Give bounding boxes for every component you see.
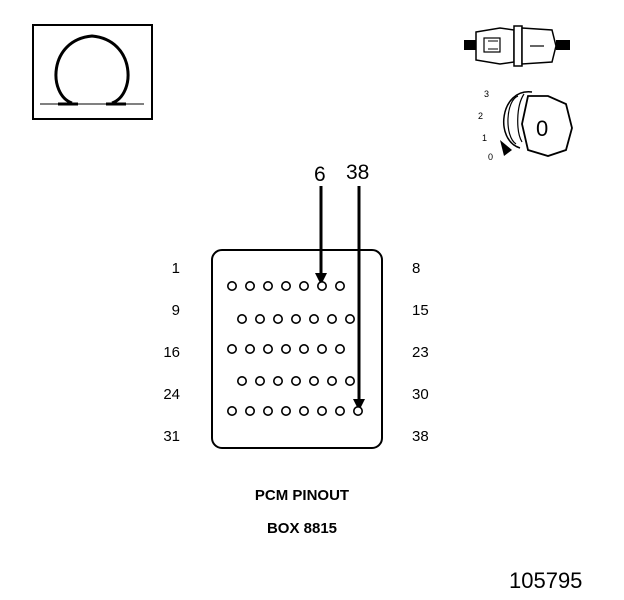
row-label-right: 8 bbox=[412, 260, 421, 277]
pin-hole bbox=[227, 405, 238, 416]
pin-hole bbox=[298, 280, 309, 291]
connector-body bbox=[211, 249, 383, 449]
pin-hole bbox=[280, 405, 291, 416]
row-label-left: 16 bbox=[163, 344, 180, 361]
pin-hole bbox=[262, 405, 273, 416]
pin-hole bbox=[316, 280, 327, 291]
callout-pin-38: 38 bbox=[346, 161, 370, 184]
ignition-position-0: 0 bbox=[488, 152, 494, 162]
pin-hole bbox=[262, 343, 273, 354]
connector-plug-icon bbox=[464, 25, 570, 67]
ignition-key-icon bbox=[500, 91, 573, 157]
pin-hole bbox=[272, 375, 283, 386]
pin-hole bbox=[237, 375, 248, 386]
pin-hole bbox=[334, 405, 345, 416]
row-label-left: 31 bbox=[163, 428, 180, 445]
row-label-right: 38 bbox=[412, 428, 429, 445]
ignition-position-1: 1 bbox=[482, 133, 488, 143]
diagram-subtitle: BOX 8815 bbox=[266, 520, 338, 537]
ignition-position-3: 3 bbox=[484, 89, 490, 99]
pin-hole bbox=[316, 405, 327, 416]
pin-hole bbox=[316, 343, 327, 354]
pin-hole bbox=[245, 280, 256, 291]
pin-hole bbox=[290, 375, 301, 386]
callout-pin-6: 6 bbox=[314, 163, 326, 186]
ignition-position-2: 2 bbox=[478, 111, 484, 121]
figure-number: 105795 bbox=[509, 568, 583, 593]
pin-hole bbox=[237, 313, 248, 324]
pin-hole bbox=[290, 313, 301, 324]
pin-hole bbox=[326, 375, 337, 386]
ohmmeter-frame bbox=[32, 24, 153, 120]
row-label-right: 23 bbox=[412, 344, 429, 361]
pin-hole bbox=[344, 313, 355, 324]
pin-hole bbox=[352, 405, 363, 416]
pin-hole bbox=[262, 280, 273, 291]
pin-hole bbox=[298, 343, 309, 354]
arrow-pin-6 bbox=[315, 186, 327, 285]
row-label-right: 15 bbox=[412, 302, 429, 319]
pin-hole bbox=[245, 405, 256, 416]
pin-hole bbox=[255, 313, 266, 324]
pin-hole bbox=[255, 375, 266, 386]
pin-grid bbox=[227, 280, 363, 416]
row-label-right: 30 bbox=[412, 386, 429, 403]
ohm-icon bbox=[40, 34, 144, 106]
diagram-title: PCM PINOUT bbox=[254, 487, 350, 504]
pin-hole bbox=[227, 343, 238, 354]
arrow-pin-38 bbox=[353, 186, 365, 411]
key-position-label: 0 bbox=[536, 116, 549, 141]
pin-hole bbox=[308, 313, 319, 324]
row-label-left: 24 bbox=[163, 386, 180, 403]
pin-hole bbox=[227, 280, 238, 291]
pin-hole bbox=[308, 375, 319, 386]
pin-hole bbox=[334, 280, 345, 291]
pin-hole bbox=[280, 343, 291, 354]
row-label-left: 9 bbox=[171, 302, 180, 319]
pin-hole bbox=[326, 313, 337, 324]
pin-hole bbox=[344, 375, 355, 386]
pin-hole bbox=[245, 343, 256, 354]
pin-hole bbox=[298, 405, 309, 416]
row-label-left: 1 bbox=[171, 260, 180, 277]
pin-hole bbox=[334, 343, 345, 354]
pin-hole bbox=[272, 313, 283, 324]
pin-hole bbox=[280, 280, 291, 291]
